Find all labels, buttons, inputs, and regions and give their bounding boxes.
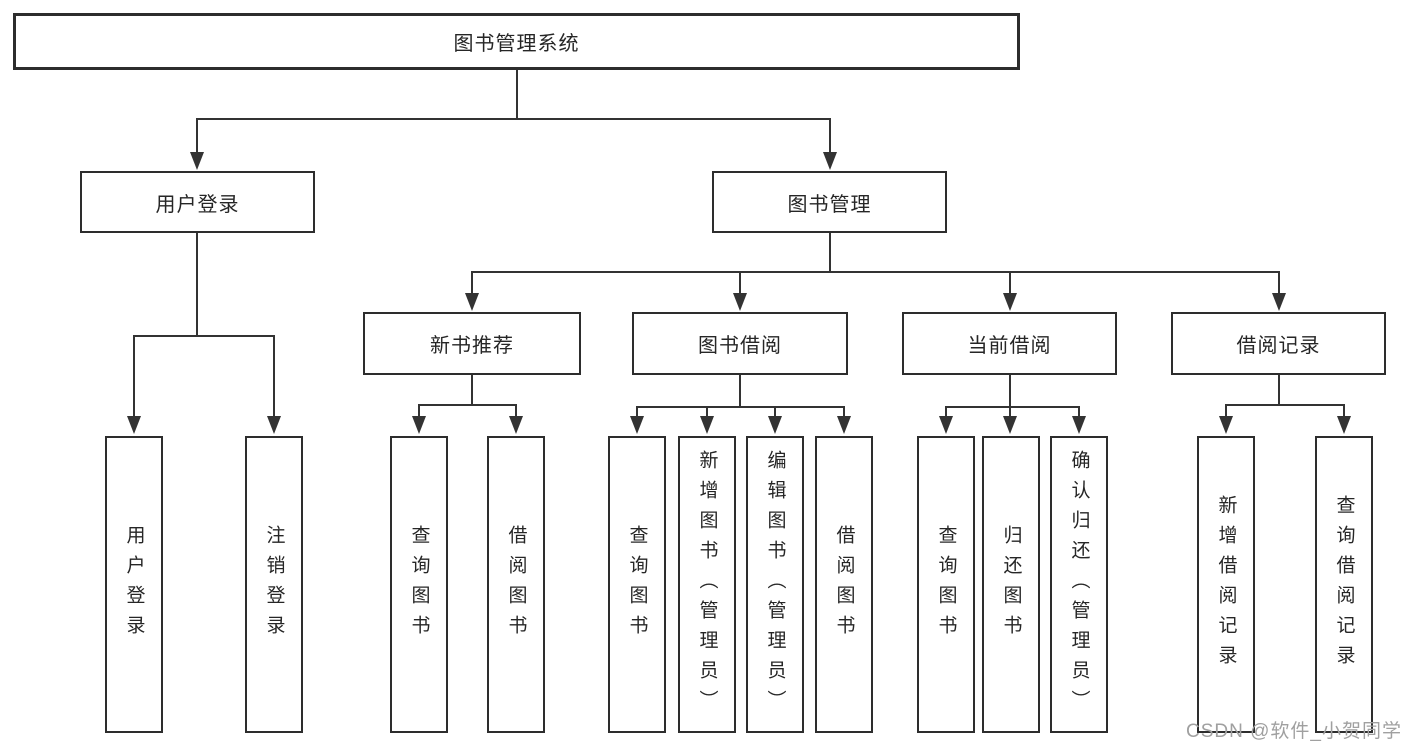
leaf-query-books-current-label: 查询图书 <box>935 524 957 645</box>
arrow-down-icon <box>509 416 523 434</box>
connector-line <box>471 271 473 295</box>
arrow-down-icon <box>1003 293 1017 311</box>
connector-line <box>739 375 741 408</box>
arrow-down-icon <box>267 416 281 434</box>
connector-line <box>1009 271 1011 295</box>
connector-line <box>196 118 831 120</box>
arrow-down-icon <box>1072 416 1086 434</box>
connector-line <box>133 335 275 337</box>
node-borrow-records-label: 借阅记录 <box>1236 335 1321 357</box>
leaf-query-books-borrow: 查询图书 <box>608 436 666 733</box>
connector-line <box>471 271 1280 273</box>
connector-line <box>774 406 776 418</box>
leaf-return-book: 归还图书 <box>982 436 1040 733</box>
leaf-query-books-recommend-label: 查询图书 <box>408 524 430 645</box>
leaf-add-borrow-record: 新增借阅记录 <box>1197 436 1255 733</box>
csdn-watermark: CSDN @软件_小贺同学 <box>1186 721 1402 742</box>
connector-line <box>418 404 517 406</box>
connector-line <box>273 335 275 417</box>
node-book-borrow-label: 图书借阅 <box>698 335 782 357</box>
arrow-down-icon <box>412 416 426 434</box>
leaf-logout: 注销登录 <box>245 436 303 733</box>
leaf-add-borrow-record-label: 新增借阅记录 <box>1215 494 1237 675</box>
connector-line <box>1278 375 1280 406</box>
connector-line <box>1225 404 1227 418</box>
arrow-down-icon <box>1337 416 1351 434</box>
connector-line <box>471 375 473 406</box>
node-user-login-label: 用户登录 <box>155 193 240 216</box>
leaf-return-book-label: 归还图书 <box>1000 524 1022 645</box>
leaf-borrow-books-borrow: 借阅图书 <box>815 436 873 733</box>
connector-line <box>739 271 741 295</box>
connector-line <box>515 404 517 418</box>
leaf-query-books-borrow-label: 查询图书 <box>626 524 648 645</box>
arrow-down-icon <box>768 416 782 434</box>
node-book-management: 图书管理 <box>712 171 947 233</box>
arrow-down-icon <box>733 293 747 311</box>
arrow-down-icon <box>1003 416 1017 434</box>
arrow-down-icon <box>127 416 141 434</box>
leaf-borrow-books-recommend: 借阅图书 <box>487 436 545 733</box>
arrow-down-icon <box>700 416 714 434</box>
leaf-query-borrow-record-label: 查询借阅记录 <box>1333 494 1355 675</box>
connector-line <box>418 404 420 418</box>
node-root: 图书管理系统 <box>13 13 1020 70</box>
leaf-borrow-books-borrow-label: 借阅图书 <box>833 524 855 645</box>
connector-line <box>196 233 198 337</box>
leaf-edit-book-admin-label: 编辑图书（管理员） <box>764 449 786 720</box>
node-book-borrow: 图书借阅 <box>632 312 848 375</box>
leaf-confirm-return-admin: 确认归还（管理员） <box>1050 436 1108 733</box>
connector-line <box>133 335 135 417</box>
leaf-add-book-admin-label: 新增图书（管理员） <box>696 449 718 720</box>
leaf-query-borrow-record: 查询借阅记录 <box>1315 436 1373 733</box>
leaf-add-book-admin: 新增图书（管理员） <box>678 436 736 733</box>
connector-line <box>1225 404 1345 406</box>
arrow-down-icon <box>190 152 204 170</box>
node-current-borrow: 当前借阅 <box>902 312 1117 375</box>
arrow-down-icon <box>939 416 953 434</box>
connector-line <box>829 118 831 154</box>
node-root-label: 图书管理系统 <box>453 33 580 55</box>
arrow-down-icon <box>630 416 644 434</box>
arrow-down-icon <box>823 152 837 170</box>
leaf-confirm-return-admin-label: 确认归还（管理员） <box>1068 449 1090 720</box>
node-new-book-recommend-label: 新书推荐 <box>430 335 514 357</box>
arrow-down-icon <box>1272 293 1286 311</box>
leaf-edit-book-admin: 编辑图书（管理员） <box>746 436 804 733</box>
connector-line <box>1009 375 1011 408</box>
connector-line <box>1009 406 1011 418</box>
connector-line <box>1078 406 1080 418</box>
node-current-borrow-label: 当前借阅 <box>967 335 1052 357</box>
connector-line <box>829 233 831 273</box>
connector-line <box>636 406 845 408</box>
arrow-down-icon <box>465 293 479 311</box>
connector-line <box>1343 404 1345 418</box>
connector-line <box>1278 271 1280 295</box>
leaf-query-books-recommend: 查询图书 <box>390 436 448 733</box>
arrow-down-icon <box>1219 416 1233 434</box>
connector-line <box>516 70 518 120</box>
leaf-user-login-label: 用户登录 <box>123 524 145 645</box>
leaf-query-books-current: 查询图书 <box>917 436 975 733</box>
node-user-login: 用户登录 <box>80 171 315 233</box>
node-book-management-label: 图书管理 <box>787 193 872 216</box>
leaf-user-login: 用户登录 <box>105 436 163 733</box>
connector-line <box>636 406 638 418</box>
leaf-borrow-books-recommend-label: 借阅图书 <box>505 524 527 645</box>
node-new-book-recommend: 新书推荐 <box>363 312 581 375</box>
connector-line <box>843 406 845 418</box>
connector-line <box>706 406 708 418</box>
connector-line <box>945 406 947 418</box>
leaf-logout-label: 注销登录 <box>263 524 285 645</box>
arrow-down-icon <box>837 416 851 434</box>
connector-line <box>945 406 1080 408</box>
connector-line <box>196 118 198 154</box>
node-borrow-records: 借阅记录 <box>1171 312 1386 375</box>
